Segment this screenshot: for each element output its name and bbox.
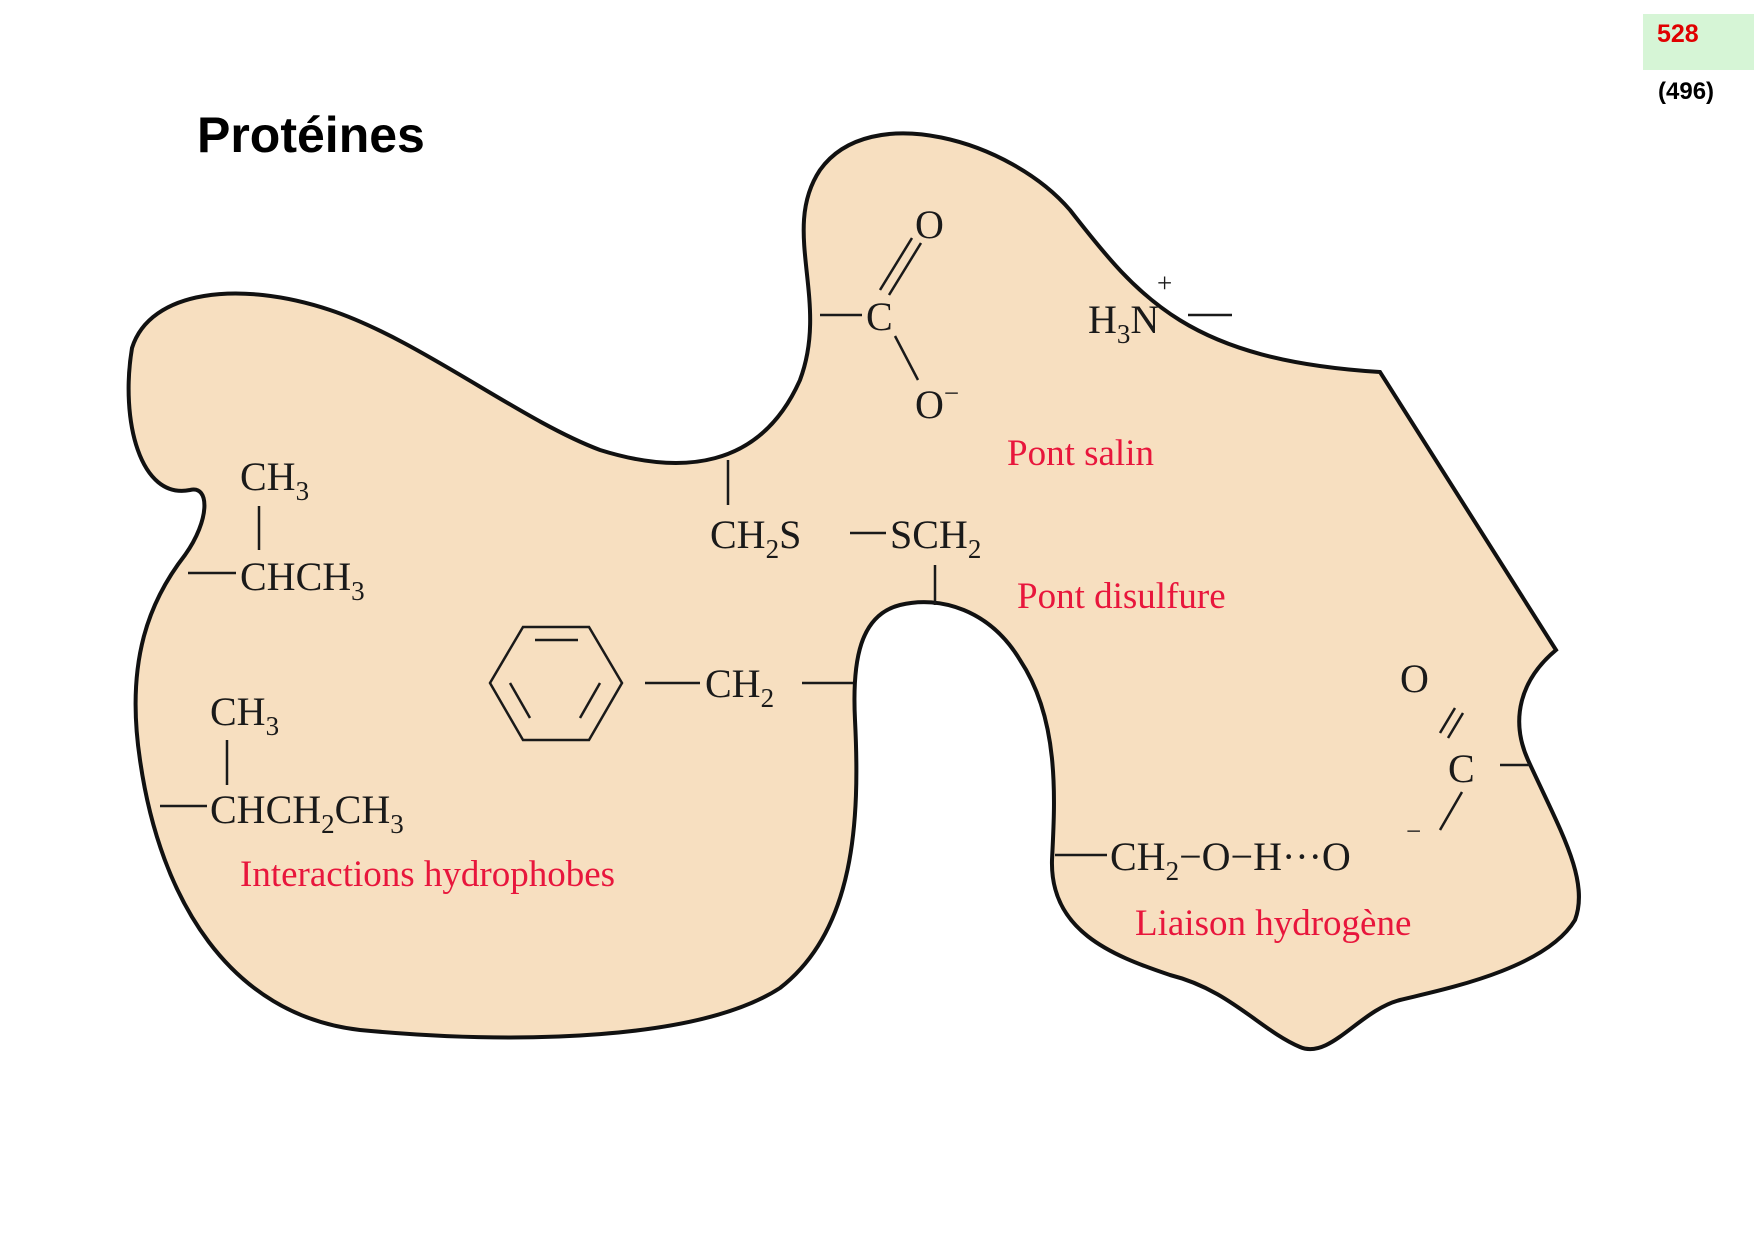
benzyl-ch2-group: CH2 xyxy=(705,661,774,713)
carbonyl-oxygen: O xyxy=(915,202,944,247)
ch3-group-1: CH3 xyxy=(240,454,309,506)
ammonium-group: H3N xyxy=(1088,297,1159,349)
hb-minus: − xyxy=(1406,816,1421,846)
label-hydrogen-bond: Liaison hydrogène xyxy=(1135,903,1411,944)
hb-carbonyl-oxygen: O xyxy=(1400,656,1429,701)
sch2-group: SCH2 xyxy=(890,512,981,564)
chch2ch3-group: CHCH2CH3 xyxy=(210,787,404,839)
page-number: 528 xyxy=(1657,20,1699,48)
hb-carboxyl-carbon: C xyxy=(1448,746,1475,791)
chch3-group: CHCH3 xyxy=(240,554,365,606)
label-disulfide: Pont disulfure xyxy=(1017,576,1226,617)
ch3-group-2: CH3 xyxy=(210,689,279,741)
hb-group: CH2−O−H···O xyxy=(1110,834,1351,886)
carboxyl-carbon: C xyxy=(866,294,893,339)
bond-lines xyxy=(160,237,1530,857)
ammonium-plus: + xyxy=(1157,268,1172,298)
page-title: Protéines xyxy=(197,107,425,163)
benzene-ring xyxy=(488,625,624,742)
ch2s-group: CH2S xyxy=(710,512,801,564)
protein-shape xyxy=(126,131,1581,1051)
carboxylate-oxygen: O− xyxy=(915,378,959,427)
label-salt-bridge: Pont salin xyxy=(1007,433,1154,474)
label-hydrophobic: Interactions hydrophobes xyxy=(240,854,615,895)
page-badge xyxy=(1643,14,1754,70)
page-original-number: (496) xyxy=(1658,78,1715,105)
